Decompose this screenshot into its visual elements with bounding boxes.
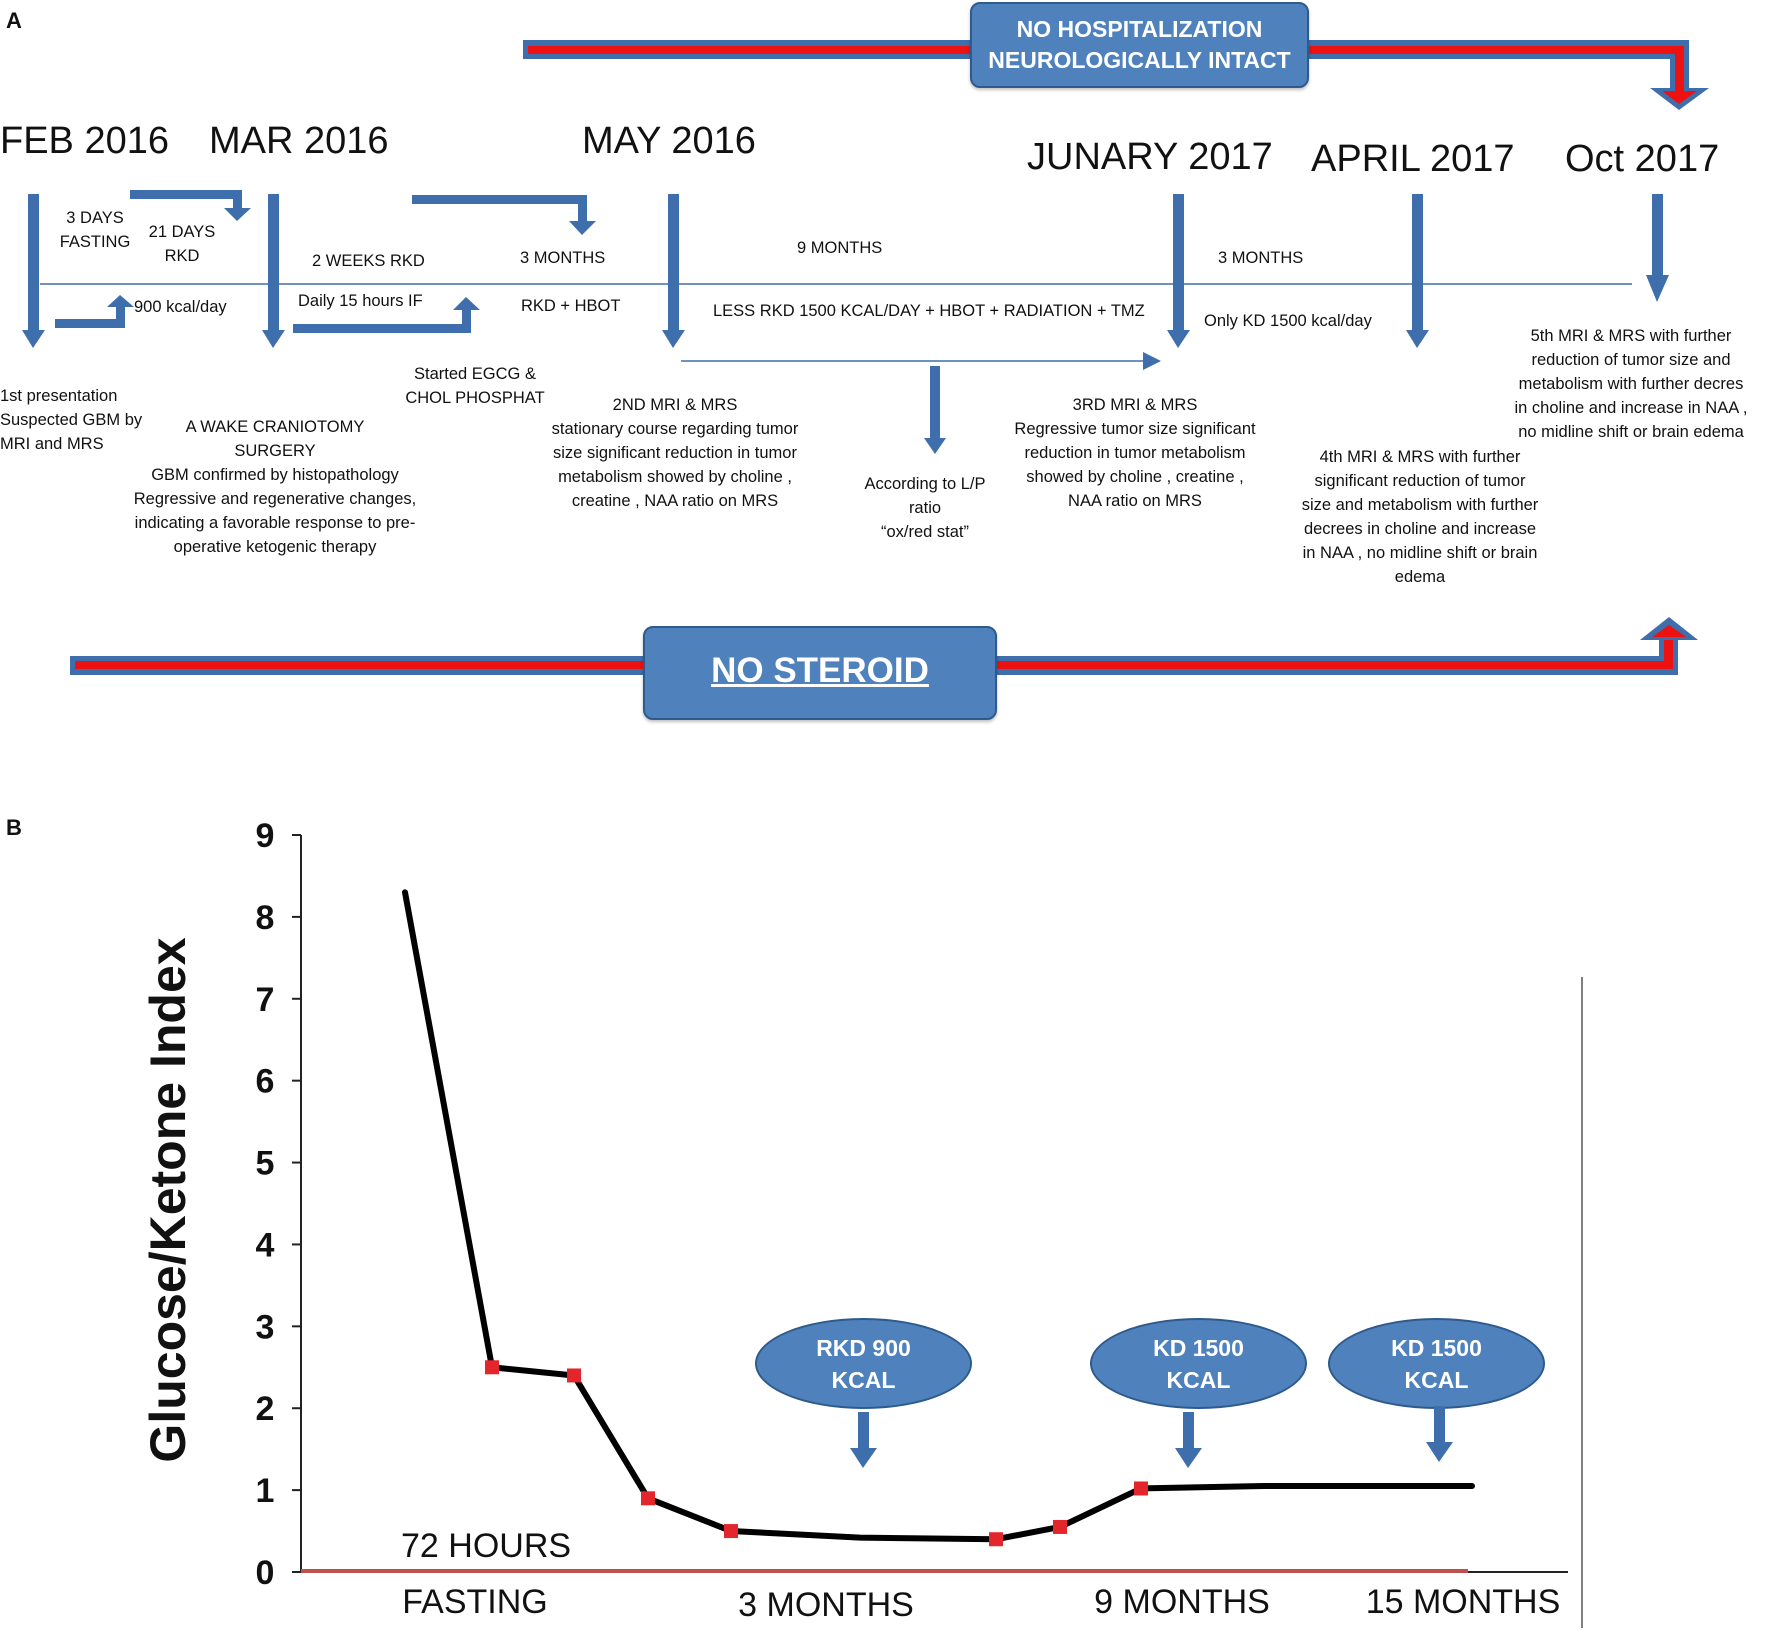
date-mar-2016: MAR 2016 (209, 120, 389, 162)
data-point (1053, 1519, 1067, 1534)
date-january-2017: JUNARY 2017 (1027, 136, 1273, 178)
y-tick-label: 9 (256, 817, 275, 855)
note-mri3: 3RD MRI & MRS Regressive tumor size sign… (1014, 396, 1256, 510)
data-point (1134, 1481, 1148, 1496)
data-point (989, 1532, 1003, 1547)
note-mri2: 2ND MRI & MRS stationary course regardin… (551, 396, 799, 510)
panel-a-label: A (6, 8, 22, 33)
banner-line-1: NO HOSPITALIZATION (1016, 16, 1263, 42)
date-oct-2017: Oct 2017 (1565, 138, 1720, 180)
note-mri4: 4th MRI & MRS with further significant r… (1301, 448, 1539, 586)
y-tick-label: 5 (256, 1145, 275, 1183)
no-steroid-label: NO STEROID (711, 651, 929, 690)
data-point (485, 1360, 499, 1375)
interval-2weeks-rkd: 2 WEEKS RKD (312, 252, 425, 270)
interval-3months-b: 3 MONTHS (1218, 249, 1304, 267)
date-april-2017: APRIL 2017 (1311, 138, 1515, 180)
y-tick-label: 3 (256, 1308, 275, 1346)
interval-less-rkd: LESS RKD 1500 KCAL/DAY + HBOT + RADIATIO… (713, 302, 1145, 320)
note-mri5: 5th MRI & MRS with further reduction of … (1514, 327, 1748, 441)
series-line (402, 889, 1475, 1543)
interval-only-kd: Only KD 1500 kcal/day (1204, 312, 1372, 330)
data-point (641, 1491, 655, 1506)
interval-rkd-hbot: RKD + HBOT (521, 297, 621, 315)
y-tick-label: 4 (256, 1226, 275, 1264)
note-egcg: Started EGCG & CHOL PHOSPHAT (405, 365, 545, 407)
timeline-down-arrows (22, 194, 1669, 454)
data-point (724, 1524, 738, 1539)
y-axis-label: Glucose/Ketone Index (140, 937, 196, 1462)
y-tick-label: 7 (256, 981, 275, 1019)
interval-900kcal: 900 kcal/day (134, 298, 227, 316)
interval-3months-a: 3 MONTHS (520, 249, 606, 267)
no-steroid-banner: NO STEROID (643, 626, 997, 720)
panel-b-label: B (6, 815, 22, 840)
data-point (567, 1368, 581, 1383)
banner-line-2: NEUROLOGICALLY INTACT (988, 47, 1291, 73)
date-feb-2016: FEB 2016 (0, 120, 169, 162)
timeline-elbow-arrows (55, 190, 596, 333)
x-tick-label: 3 MONTHS (738, 1586, 914, 1624)
x-tick-label: 15 MONTHS (1366, 1583, 1561, 1621)
x-tick-label: FASTING (402, 1583, 547, 1621)
note-lp-ratio: According to L/P ratio “ox/red stat” (864, 475, 986, 541)
interval-9months: 9 MONTHS (797, 239, 883, 257)
y-tick-label: 0 (256, 1554, 275, 1592)
no-hospitalization-banner: NO HOSPITALIZATION NEUROLOGICALLY INTACT (970, 2, 1309, 88)
interval-daily-if: Daily 15 hours IF (298, 292, 423, 310)
date-may-2016: MAY 2016 (582, 120, 756, 162)
y-tick-label: 6 (256, 1063, 275, 1101)
x-tick-label: 9 MONTHS (1094, 1583, 1270, 1621)
note-craniotomy: A WAKE CRANIOTOMY SURGERY GBM confirmed … (133, 418, 417, 556)
y-tick-label: 1 (256, 1472, 275, 1510)
y-tick-label: 8 (256, 899, 275, 937)
annotation-72-hours: 72 HOURS (401, 1527, 572, 1565)
y-tick-label: 2 (256, 1390, 275, 1428)
note-first-presentation: 1st presentation Suspected GBM by MRI an… (0, 387, 143, 453)
